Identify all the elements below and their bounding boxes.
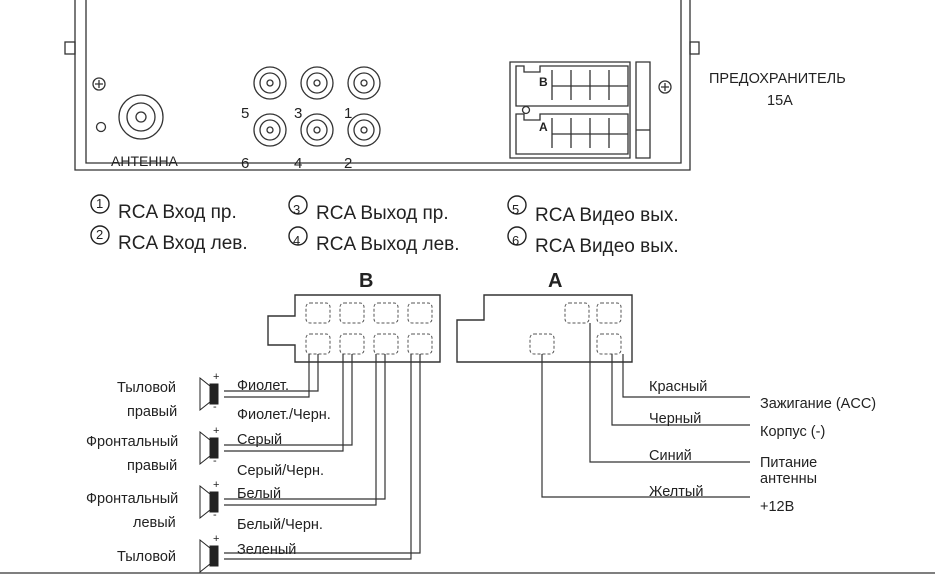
- speaker-plus: +: [213, 425, 220, 437]
- wire-red: [622, 354, 750, 398]
- legend-text: RCA Выход лев.: [316, 234, 460, 255]
- speaker-name: Тыловой: [117, 380, 177, 396]
- wire-label: Фиолет.: [237, 378, 289, 394]
- legend-text: RCA Видео вых.: [535, 205, 679, 226]
- legend-num: 3: [293, 202, 301, 217]
- speaker-minus: -: [213, 509, 217, 521]
- rca-jack-icon-6: [253, 113, 287, 147]
- legend-circle-icon-5: [507, 195, 527, 215]
- legend-text: RCA Видео вых.: [535, 236, 679, 257]
- rca-number: 6: [241, 155, 250, 172]
- wire-label: Серый/Черн.: [237, 463, 324, 479]
- connector-b-label: B: [359, 270, 374, 292]
- speaker-name: Тыловой: [117, 549, 177, 565]
- rca-jack-icon-1: [347, 66, 381, 100]
- wire-white-black: [224, 354, 377, 506]
- rca-number: 2: [344, 155, 353, 172]
- power-wire-color: Красный: [649, 379, 708, 395]
- legend-num: 1: [96, 196, 104, 211]
- wire-label: Белый/Черн.: [237, 517, 323, 533]
- legend-num: 4: [293, 233, 301, 248]
- power-wire-function: Зажигание (ACC): [760, 396, 877, 412]
- speaker-name: правый: [127, 458, 178, 474]
- rca-number: 4: [294, 155, 303, 172]
- legend-circle-icon-3: [288, 195, 308, 215]
- led-hole: [95, 121, 107, 133]
- rca-jack-icon-3: [300, 66, 334, 100]
- wire-yellow: [541, 354, 750, 498]
- speaker-icon-front-right: [199, 430, 219, 466]
- power-wire-function: +12В: [760, 499, 795, 515]
- speaker-minus: -: [213, 455, 217, 467]
- speaker-icon-rear-right: [199, 376, 219, 412]
- speaker-icon-front-left: [199, 484, 219, 520]
- rca-jack-icon-4: [300, 113, 334, 147]
- speaker-plus: +: [213, 479, 220, 491]
- speaker-minus: -: [213, 401, 217, 413]
- connector-b-pins: [305, 302, 433, 355]
- wire-green-black: [224, 354, 412, 560]
- screw-icon-right: [658, 80, 672, 94]
- speaker-plus: +: [213, 533, 220, 545]
- wire-green: [224, 354, 421, 554]
- power-wire-color: Черный: [649, 411, 702, 427]
- wire-violet-black: [224, 354, 310, 398]
- panel-tab-right: [689, 41, 700, 55]
- rca-number: 3: [294, 105, 303, 122]
- rear-panel-outer: [74, 0, 691, 171]
- speaker-icon-rear-left: [199, 538, 219, 574]
- wire-label: Серый: [237, 432, 283, 448]
- wire-white: [224, 354, 386, 500]
- legend-text: RCA Вход лев.: [118, 233, 248, 254]
- rear-panel-inner: [85, 0, 682, 164]
- legend-circle-icon-6: [507, 226, 527, 246]
- speaker-plus: +: [213, 371, 220, 383]
- antenna-jack-icon: [118, 94, 164, 140]
- wire-grey-black: [224, 354, 344, 452]
- connector-a-label: A: [548, 270, 563, 292]
- rca-number: 5: [241, 105, 250, 122]
- iso-socket-b-letter: B: [539, 75, 548, 89]
- speaker-name: левый: [133, 515, 176, 531]
- connector-b-housing: [267, 294, 441, 363]
- iso-socket-a-letter: A: [539, 120, 548, 134]
- speaker-name: Фронтальный: [86, 491, 179, 507]
- wire-blue: [589, 323, 750, 463]
- wire-violet: [224, 354, 319, 392]
- antenna-label: АНТЕННА: [111, 153, 178, 169]
- wire-label: Белый: [237, 486, 282, 502]
- rca-jack-icon-2: [347, 113, 381, 147]
- wire-black: [611, 354, 750, 426]
- legend-num: 2: [96, 227, 104, 242]
- wire-label: Зеленый: [237, 542, 297, 558]
- connector-a-pins: [529, 302, 622, 355]
- legend-num: 5: [512, 202, 520, 217]
- legend-circle-icon-1: [90, 194, 110, 214]
- wire-grey: [224, 354, 353, 446]
- fuse-label: ПРЕДОХРАНИТЕЛЬ: [709, 71, 846, 87]
- power-wire-function: антенны: [760, 471, 818, 487]
- rca-number: 1: [344, 105, 353, 122]
- legend-text: RCA Вход пр.: [118, 202, 237, 223]
- power-wire-function: Питание: [760, 455, 818, 471]
- wire-label: Фиолет./Черн.: [237, 407, 331, 423]
- power-wire-color: Желтый: [649, 484, 704, 500]
- panel-tab-left: [64, 41, 76, 55]
- screw-icon-left: [92, 77, 106, 91]
- legend-circle-icon-4: [288, 226, 308, 246]
- connector-a-housing: [456, 294, 633, 363]
- legend-num: 6: [512, 233, 520, 248]
- speaker-name: Фронтальный: [86, 434, 179, 450]
- legend-text: RCA Выход пр.: [316, 203, 449, 224]
- rca-jack-icon-5: [253, 66, 287, 100]
- fuse-value: 15А: [767, 93, 793, 109]
- power-wire-function: Корпус (-): [760, 424, 826, 440]
- power-wire-color: Синий: [649, 448, 692, 464]
- iso-socket-icon: [509, 61, 651, 159]
- speaker-name: правый: [127, 404, 178, 420]
- legend-circle-icon-2: [90, 225, 110, 245]
